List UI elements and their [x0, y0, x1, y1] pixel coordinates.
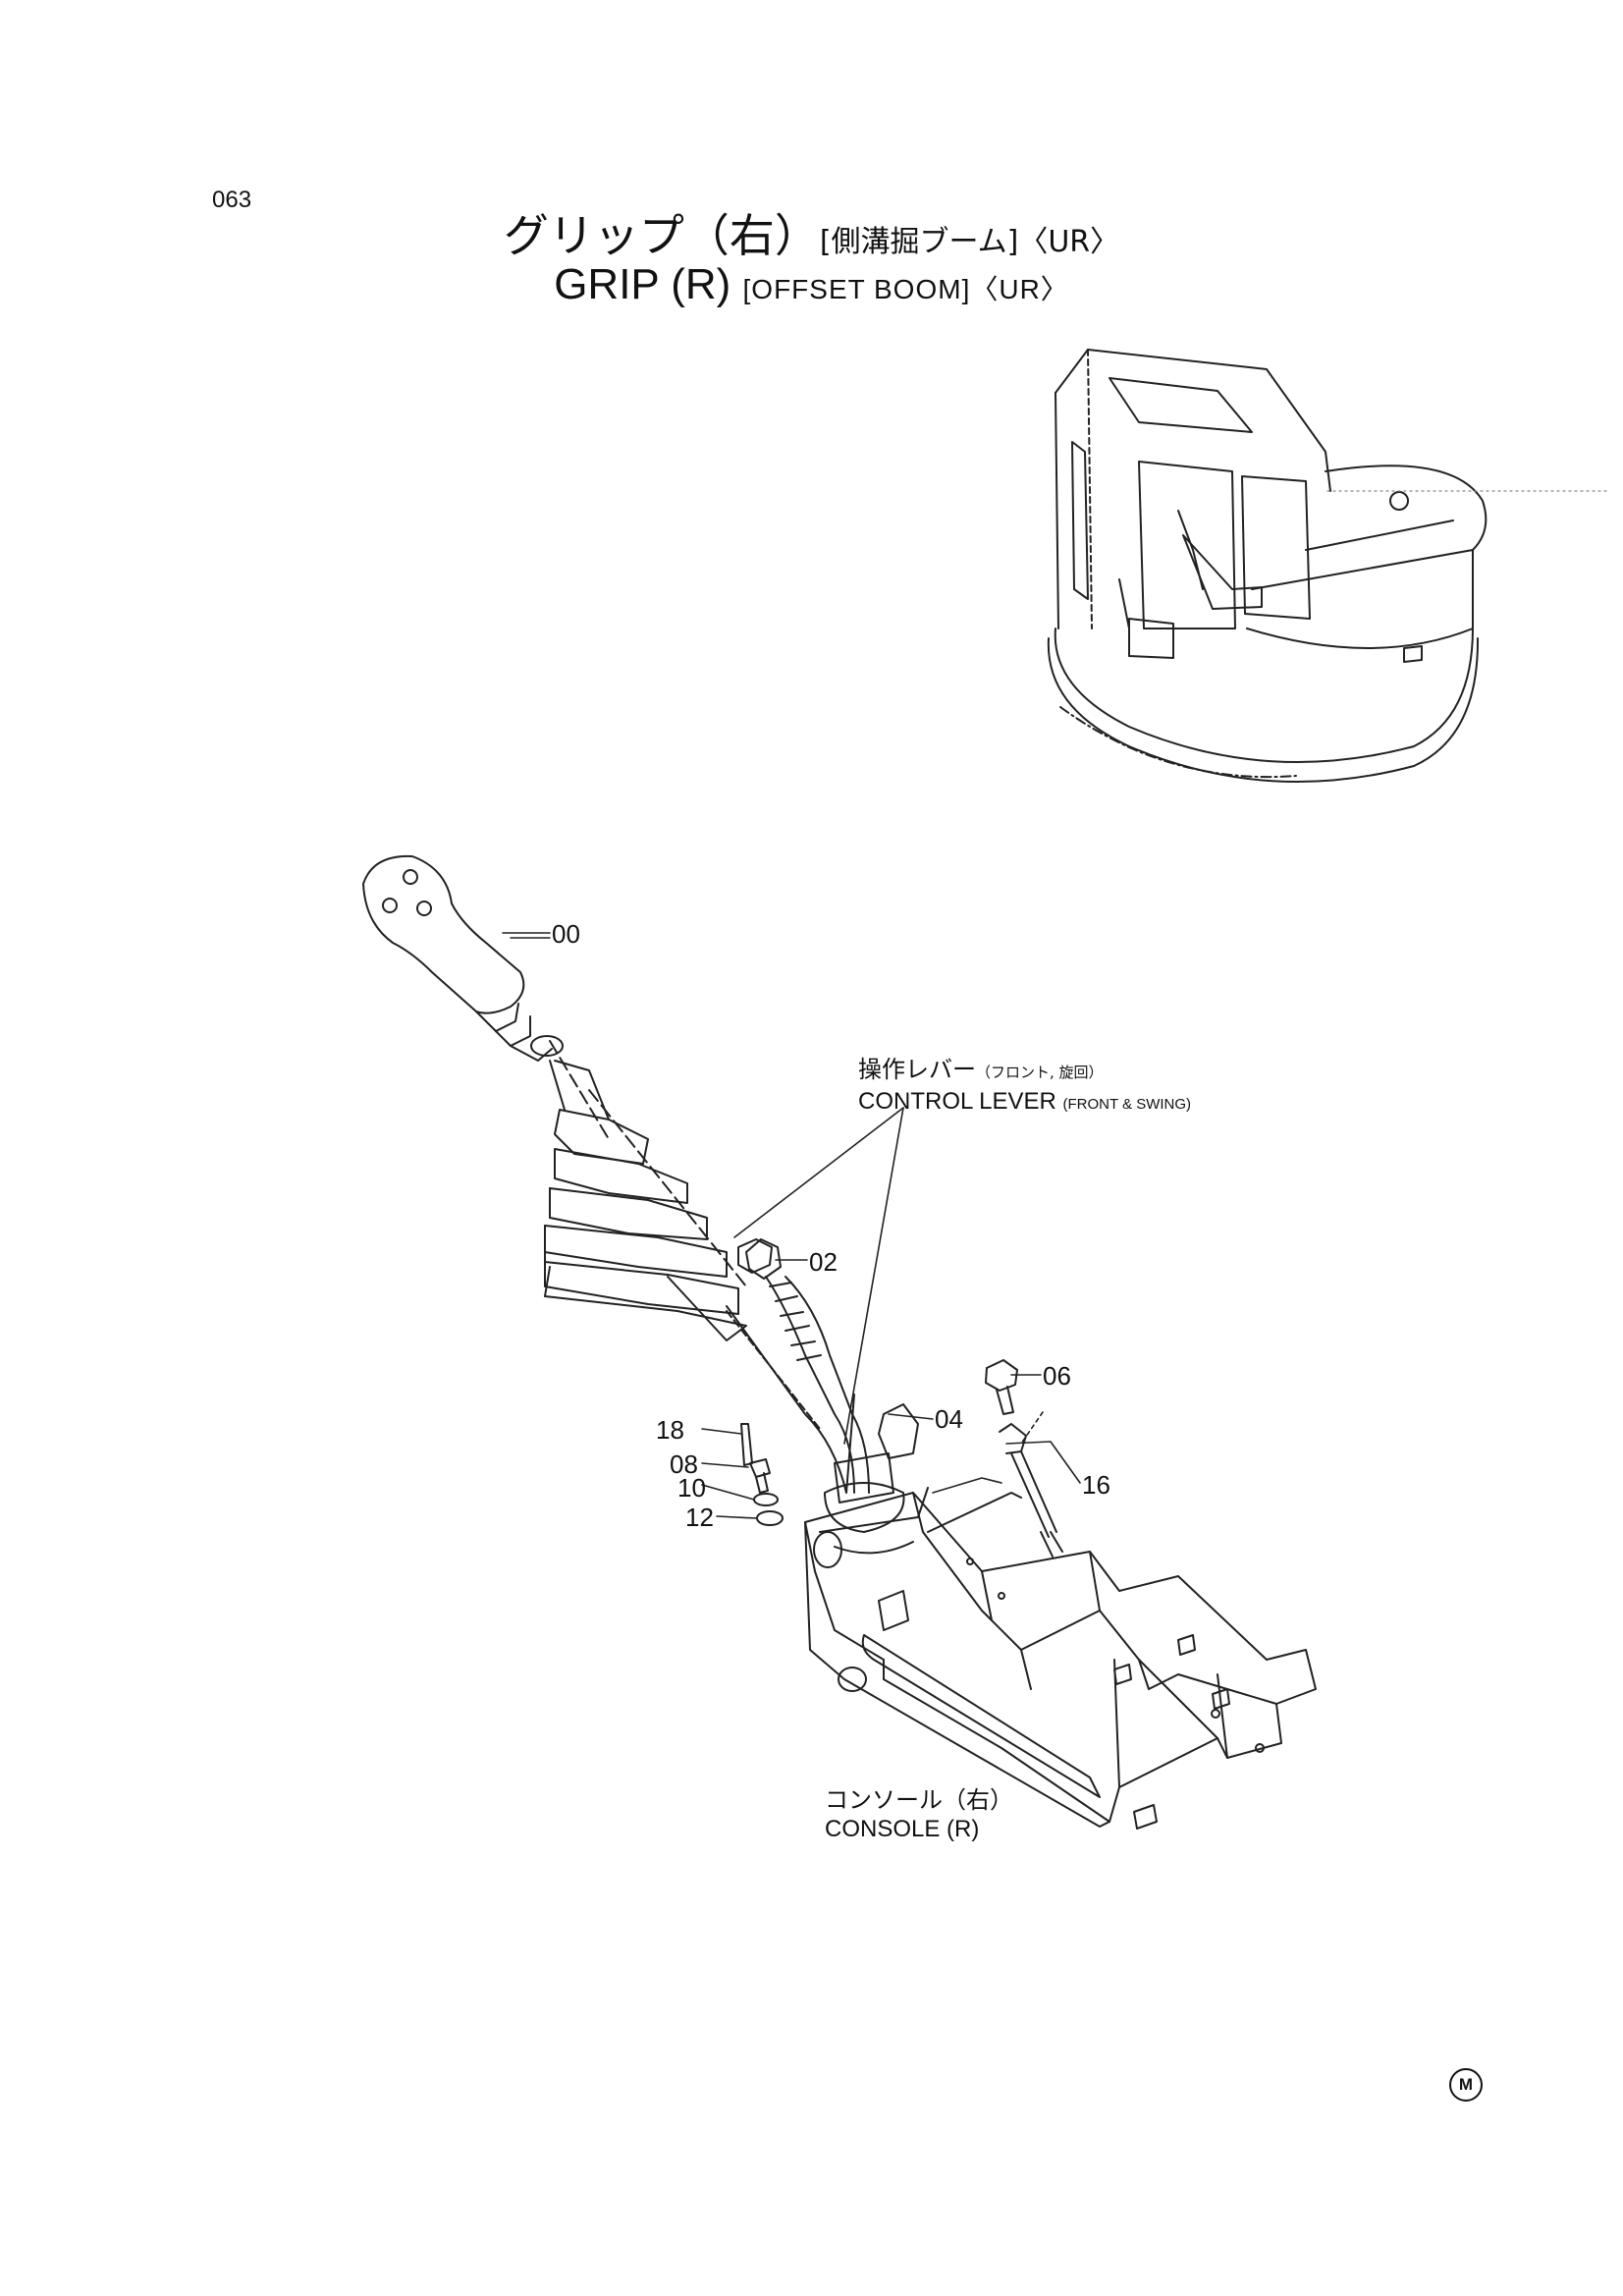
- bolt-part-16: [999, 1423, 1027, 1454]
- title-en-sub: [OFFSET BOOM]〈UR〉: [742, 274, 1069, 304]
- part-number-18: 18: [656, 1415, 684, 1445]
- control-lever-en-note: (FRONT & SWING): [1062, 1096, 1192, 1113]
- nut-part-02: [737, 1238, 773, 1274]
- part-number-02: 02: [809, 1247, 838, 1277]
- bolt-part-08: [749, 1458, 771, 1478]
- m-mark-symbol: M: [1449, 2068, 1483, 2102]
- page-number: 063: [212, 187, 252, 213]
- control-lever-label: 操作レバー（フロント, 旋回） CONTROL LEVER (FRONT & S…: [858, 1055, 1191, 1120]
- part-number-08: 08: [670, 1449, 698, 1479]
- hardware-parts: [737, 1238, 1063, 1558]
- part-number-04: 04: [935, 1404, 963, 1434]
- control-lever: [726, 1238, 929, 1555]
- console-label: コンソール（右） CONSOLE (R): [825, 1785, 1013, 1844]
- console-en: CONSOLE (R): [825, 1816, 980, 1842]
- title-jp-main: グリップ（右）: [503, 209, 820, 262]
- title-japanese: グリップ（右）[側溝掘ブーム]〈UR〉: [0, 200, 1623, 265]
- title-jp-sub: [側溝掘ブーム]〈UR〉: [819, 225, 1120, 259]
- part-number-06: 06: [1043, 1361, 1071, 1391]
- grip-part-00: [362, 854, 610, 1140]
- console-jp: コンソール（右）: [825, 1786, 1013, 1814]
- leader-lines: [502, 932, 1081, 1519]
- washer-part-12: [756, 1510, 784, 1526]
- part-number-12: 12: [685, 1503, 714, 1532]
- control-lever-en: CONTROL LEVER: [858, 1088, 1056, 1115]
- control-lever-jp-note: （フロント, 旋回）: [976, 1064, 1104, 1081]
- pin-part-18: [740, 1423, 753, 1466]
- washer-part-10: [753, 1493, 779, 1506]
- console-r: [804, 1492, 1317, 1830]
- boot-bellows: [544, 1060, 747, 1341]
- machine-overview-illustration: [1047, 349, 1611, 783]
- bolt-part-06: [985, 1359, 1018, 1392]
- part-number-00: 00: [552, 919, 580, 949]
- part-number-10: 10: [677, 1473, 706, 1503]
- control-lever-jp: 操作レバー: [858, 1056, 976, 1083]
- title-en-main: GRIP (R): [554, 260, 731, 308]
- title-english: GRIP (R) [OFFSET BOOM]〈UR〉: [0, 260, 1623, 309]
- part-number-16: 16: [1082, 1470, 1110, 1500]
